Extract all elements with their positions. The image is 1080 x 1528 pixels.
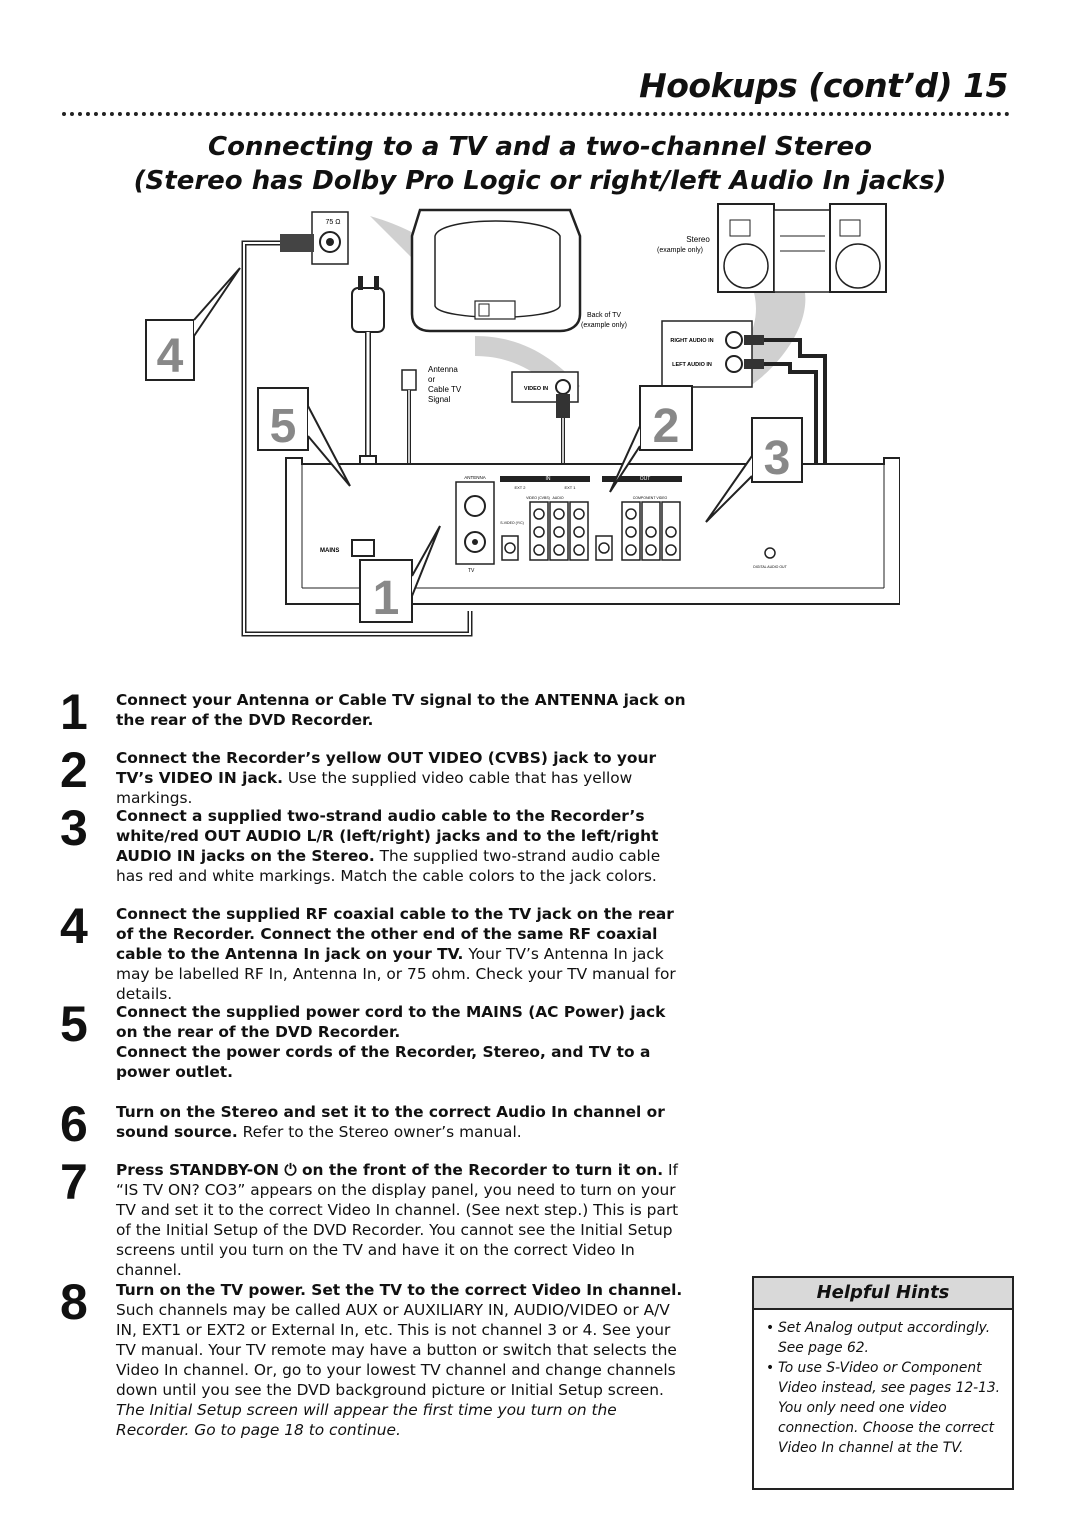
step-number: 4 xyxy=(60,898,88,954)
component-video-label: COMPONENT VIDEO xyxy=(633,496,668,500)
step-bold: Turn on the Stereo and set it to the cor… xyxy=(116,1103,665,1141)
step-bold: Connect the supplied RF coaxial cable to… xyxy=(116,905,674,963)
step-8: 8 Turn on the TV power. Set the TV to th… xyxy=(60,1276,690,1440)
step-number: 5 xyxy=(60,996,88,1052)
step-italic-note: The Initial Setup screen will appear the… xyxy=(116,1401,617,1439)
callout-3: 3 xyxy=(705,417,803,523)
steps-list: 1 Connect your Antenna or Cable TV signa… xyxy=(60,686,690,1440)
helpful-hints-title: Helpful Hints xyxy=(754,1278,1012,1310)
callouts: 4 5 2 3 1 xyxy=(145,267,803,625)
tv-jack-label: TV xyxy=(468,568,475,574)
hints-list: Set Analog output accordingly. See page … xyxy=(766,1318,1004,1458)
step-text: Use the supplied video cable that has ye… xyxy=(116,769,633,807)
callout-5: 5 xyxy=(257,387,351,487)
step-bold: Connect the supplied power cord to the M… xyxy=(116,1003,666,1041)
right-audio-in-label: RIGHT AUDIO IN xyxy=(670,338,713,344)
stereo-label: Stereo xyxy=(686,235,710,244)
step-bold: Turn on the TV power. Set the TV to the … xyxy=(116,1281,683,1299)
back-tv-note: (example only) xyxy=(581,322,627,329)
hookup-diagram: Stereo (example only) RIGHT AUDIO IN LEF… xyxy=(145,203,900,637)
video-cvbs-label: VIDEO (CVBS) xyxy=(526,496,550,500)
step-text: Such channels may be called AUX or AUXIL… xyxy=(116,1301,677,1399)
antenna-label-2: or xyxy=(428,375,435,384)
antenna-label-1: Antenna xyxy=(428,365,458,374)
video-in-panel: VIDEO IN xyxy=(511,371,579,418)
out-label: OUT xyxy=(640,476,651,482)
step-2: 2 Connect the Recorder’s yellow OUT VIDE… xyxy=(60,744,690,807)
ext1-label: EXT 1 xyxy=(564,485,576,490)
step-bold: Connect a supplied two-strand audio cabl… xyxy=(116,807,659,865)
tv-antenna-jack: 75 Ω xyxy=(280,211,349,265)
hint-item: To use S-Video or Component Video instea… xyxy=(766,1358,1004,1458)
callout-1: 1 xyxy=(359,525,441,625)
callout-4-number: 4 xyxy=(157,330,184,383)
step-text: Refer to the Stereo owner’s manual. xyxy=(237,1123,522,1141)
step-7: 7 Press STANDBY-ON ⏻ on the front of the… xyxy=(60,1156,690,1280)
step-3: 3 Connect a supplied two-strand audio ca… xyxy=(60,802,690,904)
recorder-rear-panel: ANTENNA TV IN OUT EXT 2 EXT 1 VIDEO (CVB… xyxy=(285,457,900,605)
step-number: 2 xyxy=(60,742,88,798)
video-in-label: VIDEO IN xyxy=(524,386,548,392)
mains-label: MAINS xyxy=(320,548,339,554)
step-number: 1 xyxy=(60,684,88,740)
section-title: Connecting to a TV and a two-channel Ste… xyxy=(208,132,872,162)
step-text: If “IS TV ON? CO3” appears on the displa… xyxy=(116,1161,679,1279)
callout-3-number: 3 xyxy=(764,432,791,485)
callout-5-number: 5 xyxy=(270,400,297,453)
step-number: 7 xyxy=(60,1154,88,1210)
left-audio-in-label: LEFT AUDIO IN xyxy=(672,362,712,368)
step-number: 8 xyxy=(60,1274,88,1330)
step-bold-2: Connect the power cords of the Recorder,… xyxy=(116,1043,651,1081)
svideo-label: S-VIDEO (Y/C) xyxy=(500,521,524,525)
page-title: Hookups (cont’d) 15 xyxy=(639,66,1008,105)
tv-back xyxy=(410,208,582,333)
ext2-label: EXT 2 xyxy=(514,485,526,490)
step-6: 6 Turn on the Stereo and set it to the c… xyxy=(60,1098,690,1160)
antenna-jack-label: ANTENNA xyxy=(464,475,486,480)
stereo: Stereo (example only) xyxy=(657,203,887,293)
step-text: The supplied two-strand audio cable has … xyxy=(116,847,661,885)
step-bold: Connect your Antenna or Cable TV signal … xyxy=(116,691,686,729)
in-label: IN xyxy=(546,476,551,482)
helpful-hints-box: Helpful Hints Set Analog output accordin… xyxy=(752,1276,1014,1490)
antenna-label-3: Cable TV xyxy=(428,385,462,394)
digital-audio-out-label: DIGITAL AUDIO OUT xyxy=(753,565,787,569)
step-bold: Press STANDBY-ON ⏻ on the front of the R… xyxy=(116,1161,664,1179)
step-1: 1 Connect your Antenna or Cable TV signa… xyxy=(60,686,690,748)
dotted-divider xyxy=(62,112,1010,116)
callout-2-number: 2 xyxy=(653,400,680,453)
callout-2: 2 xyxy=(609,385,693,493)
antenna-label-4: Signal xyxy=(428,395,450,404)
callout-1-number: 1 xyxy=(373,572,400,625)
step-number: 6 xyxy=(60,1096,88,1152)
step-5: 5 Connect the supplied power cord to the… xyxy=(60,998,690,1102)
step-4: 4 Connect the supplied RF coaxial cable … xyxy=(60,900,690,1003)
audio-label: AUDIO xyxy=(552,496,563,500)
step-bold: Connect the Recorder’s yellow OUT VIDEO … xyxy=(116,749,657,787)
hint-item: Set Analog output accordingly. See page … xyxy=(766,1318,1004,1358)
back-tv-label: Back of TV xyxy=(587,312,621,319)
step-text: Your TV’s Antenna In jack may be labelle… xyxy=(116,945,676,1003)
section-subtitle: (Stereo has Dolby Pro Logic or right/lef… xyxy=(133,166,947,196)
stereo-note: (example only) xyxy=(657,247,703,254)
audio-in-panel: RIGHT AUDIO IN LEFT AUDIO IN Back of TV … xyxy=(581,312,764,388)
callout-4: 4 xyxy=(145,267,241,383)
ohm-label: 75 Ω xyxy=(326,219,341,226)
step-number: 3 xyxy=(60,800,88,856)
